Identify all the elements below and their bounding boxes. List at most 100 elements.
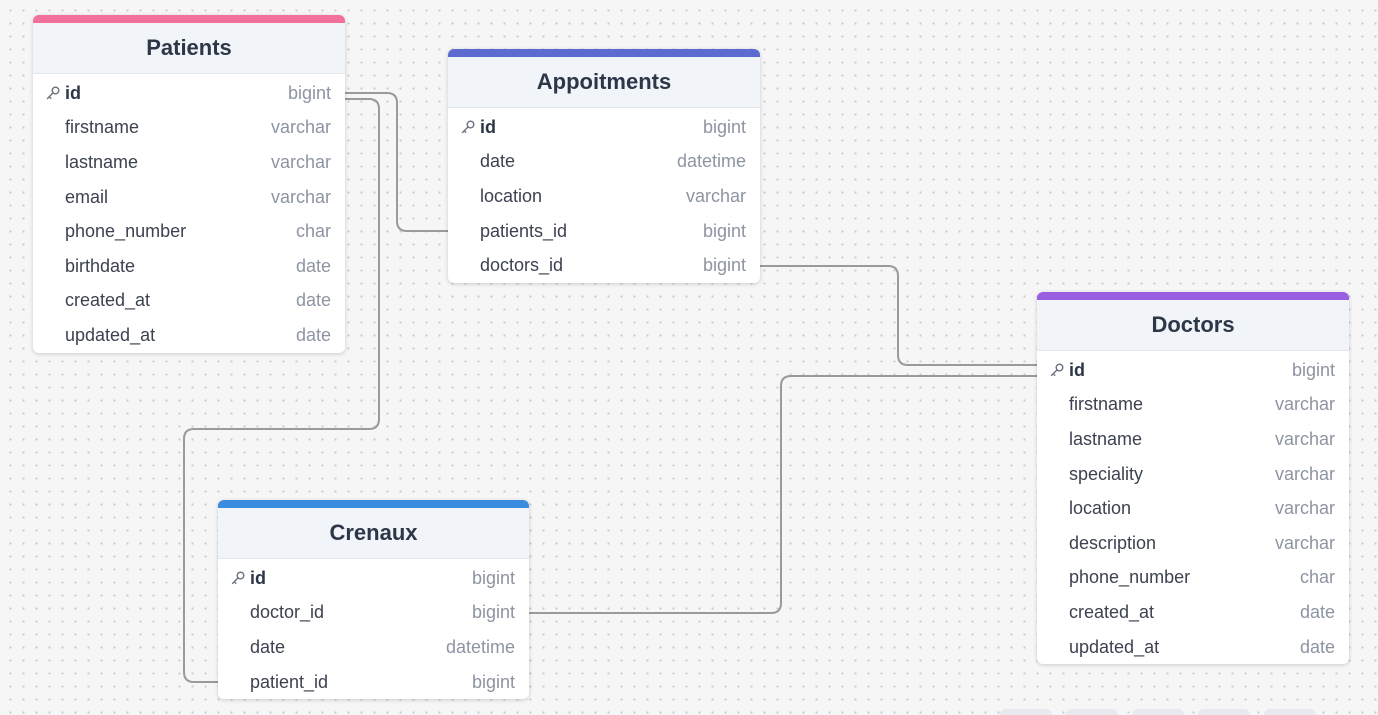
key-slot-empty bbox=[1049, 499, 1069, 519]
key-slot-empty bbox=[460, 221, 480, 241]
table-row-speciality[interactable]: speciality varchar bbox=[1037, 457, 1349, 492]
key-slot-empty bbox=[1049, 533, 1069, 553]
table-row-firstname[interactable]: firstname varchar bbox=[33, 111, 345, 146]
canvas-control-chip[interactable] bbox=[1264, 709, 1316, 715]
column-name: patients_id bbox=[480, 220, 568, 241]
canvas-control-chip[interactable] bbox=[1066, 709, 1118, 715]
column-type: date bbox=[295, 290, 331, 311]
row-left: location bbox=[460, 186, 542, 207]
column-name: created_at bbox=[1069, 601, 1155, 622]
column-type: date bbox=[295, 255, 331, 276]
column-type: varchar bbox=[1274, 463, 1335, 484]
column-name: description bbox=[1069, 532, 1157, 553]
key-slot-empty bbox=[45, 118, 65, 138]
column-name: date bbox=[480, 151, 516, 172]
key-slot-empty bbox=[1049, 395, 1069, 415]
relation-appoitments-doctors[interactable] bbox=[760, 265, 1037, 366]
column-name: id bbox=[65, 82, 81, 103]
row-left: created_at bbox=[1049, 602, 1154, 623]
row-left: speciality bbox=[1049, 464, 1143, 485]
table-title[interactable]: Crenaux bbox=[218, 508, 529, 559]
row-left: phone_number bbox=[1049, 567, 1190, 588]
row-left: id bbox=[1049, 360, 1085, 381]
table-title[interactable]: Patients bbox=[33, 23, 345, 74]
column-name: location bbox=[480, 185, 543, 206]
row-left: email bbox=[45, 187, 108, 208]
table-accent-bar bbox=[33, 15, 345, 23]
table-row-id[interactable]: id bigint bbox=[448, 110, 760, 145]
row-left: birthdate bbox=[45, 256, 135, 277]
column-name: lastname bbox=[1069, 428, 1143, 449]
column-name: patient_id bbox=[250, 671, 329, 692]
column-name: email bbox=[65, 186, 109, 207]
key-slot-empty bbox=[230, 672, 250, 692]
column-type: bigint bbox=[471, 671, 515, 692]
key-slot-empty bbox=[460, 152, 480, 172]
key-slot-empty bbox=[45, 222, 65, 242]
table-row-date[interactable]: date datetime bbox=[218, 630, 529, 665]
table-row-email[interactable]: email varchar bbox=[33, 180, 345, 215]
canvas-control-chip[interactable] bbox=[1198, 709, 1250, 715]
column-name: birthdate bbox=[65, 255, 136, 276]
row-left: description bbox=[1049, 533, 1156, 554]
key-slot-empty bbox=[460, 186, 480, 206]
table-row-date[interactable]: date datetime bbox=[448, 145, 760, 180]
column-type: varchar bbox=[270, 117, 331, 138]
table-appoitments[interactable]: Appoitments id bigint date datetime location… bbox=[448, 49, 760, 283]
table-columns: id bigint date datetime location varchar patie… bbox=[448, 108, 760, 283]
column-type: char bbox=[1299, 567, 1335, 588]
table-row-lastname[interactable]: lastname varchar bbox=[1037, 422, 1349, 457]
key-slot-empty bbox=[45, 187, 65, 207]
table-row-phone-number[interactable]: phone_number char bbox=[1037, 561, 1349, 596]
column-name: id bbox=[480, 116, 496, 137]
column-type: varchar bbox=[1274, 498, 1335, 519]
column-type: varchar bbox=[270, 186, 331, 207]
table-row-birthdate[interactable]: birthdate date bbox=[33, 249, 345, 284]
canvas-control-chip[interactable] bbox=[1000, 709, 1052, 715]
relation-crenaux-doctors[interactable] bbox=[529, 375, 1037, 614]
column-name: updated_at bbox=[1069, 636, 1160, 657]
key-slot-empty bbox=[45, 152, 65, 172]
column-type: bigint bbox=[471, 602, 515, 623]
column-type: bigint bbox=[1291, 359, 1335, 380]
relation-patients-appoitments[interactable] bbox=[345, 92, 448, 232]
key-slot-empty bbox=[45, 325, 65, 345]
table-title[interactable]: Doctors bbox=[1037, 300, 1349, 351]
column-type: datetime bbox=[445, 636, 515, 657]
column-type: varchar bbox=[685, 185, 746, 206]
table-row-patient-id[interactable]: patient_id bigint bbox=[218, 665, 529, 700]
table-title[interactable]: Appoitments bbox=[448, 57, 760, 108]
row-left: location bbox=[1049, 498, 1131, 519]
row-left: firstname bbox=[45, 117, 139, 138]
table-row-location[interactable]: location varchar bbox=[1037, 491, 1349, 526]
column-type: bigint bbox=[702, 116, 746, 137]
column-name: date bbox=[250, 636, 286, 657]
key-icon bbox=[460, 117, 480, 137]
column-type: datetime bbox=[676, 151, 746, 172]
table-row-id[interactable]: id bigint bbox=[1037, 353, 1349, 388]
column-type: date bbox=[295, 324, 331, 345]
column-type: varchar bbox=[1274, 428, 1335, 449]
canvas-control-chip[interactable] bbox=[1132, 709, 1184, 715]
key-slot-empty bbox=[460, 256, 480, 276]
table-row-location[interactable]: location varchar bbox=[448, 179, 760, 214]
column-type: bigint bbox=[471, 567, 515, 588]
